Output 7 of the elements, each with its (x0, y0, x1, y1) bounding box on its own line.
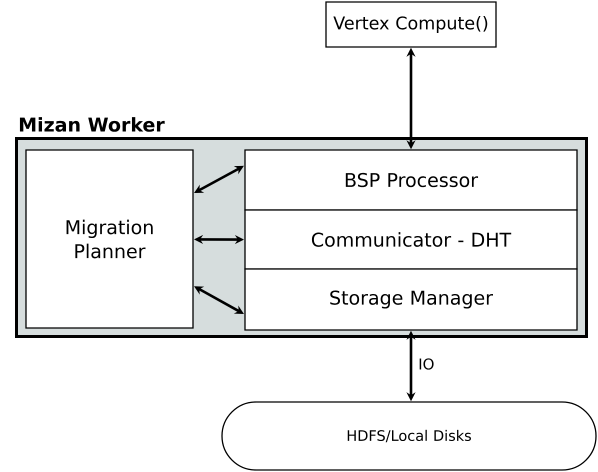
component-box: BSP Processor (244, 149, 578, 211)
process-box: Vertex Compute() (325, 1, 497, 48)
component-box: Storage Manager (244, 268, 578, 331)
edge-label: IO (417, 357, 436, 371)
planner-box: Migration Planner (25, 149, 194, 329)
component-box: Communicator - DHT (244, 209, 578, 270)
box-heading: Mizan Worker (20, 117, 165, 132)
